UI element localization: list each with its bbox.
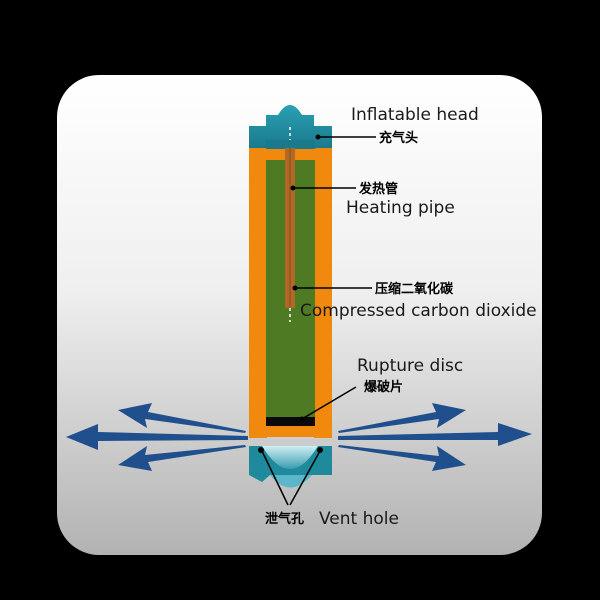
arrow-right-lower xyxy=(338,445,466,471)
label-co2-en: Compressed carbon dioxide xyxy=(300,301,537,321)
leader-dots xyxy=(290,134,321,422)
label-heating-pipe-en: Heating pipe xyxy=(346,198,455,218)
inflatable-head xyxy=(249,105,332,149)
vent-nozzle xyxy=(249,446,332,488)
label-vent-hole-cn: 泄气孔 xyxy=(265,511,304,527)
arrow-left-upper xyxy=(118,403,246,433)
label-heating-pipe-cn: 发热管 xyxy=(358,181,398,197)
arrow-left-lower xyxy=(118,445,246,471)
rupture-disc xyxy=(266,417,315,426)
vent-arrows-right xyxy=(338,403,532,471)
leader-lines xyxy=(261,136,376,506)
label-vent-hole-en: Vent hole xyxy=(319,509,399,529)
arrow-left-middle xyxy=(66,424,248,450)
label-co2-cn: 压缩二氧化碳 xyxy=(375,281,454,297)
vent-port-right xyxy=(314,426,332,438)
label-rupture-disc-en: Rupture disc xyxy=(357,356,463,376)
arrow-right-middle xyxy=(338,423,532,446)
label-inflatable-head-en: Inflatable head xyxy=(351,105,479,125)
label-inflatable-head-cn: 充气头 xyxy=(379,130,418,146)
label-rupture-disc-cn: 爆破片 xyxy=(364,379,403,395)
vent-arrows-left xyxy=(66,403,248,471)
arrow-right-upper xyxy=(338,403,466,433)
vent-port-left xyxy=(249,426,267,438)
